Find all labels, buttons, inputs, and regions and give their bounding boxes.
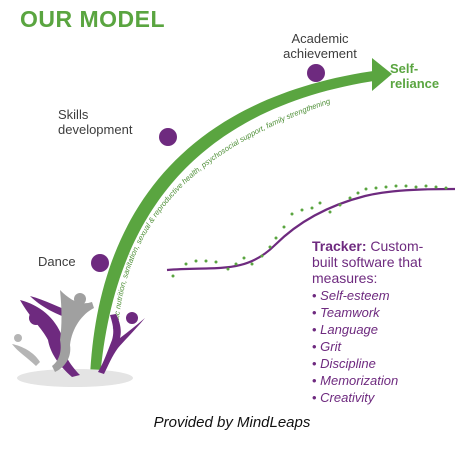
- milestone-dot-dance: [91, 254, 109, 272]
- tracker-measures-list: Self-esteem Teamwork Language Grit Disci…: [312, 287, 462, 406]
- tracker-desc-line3: measures:: [312, 270, 378, 286]
- stage-skills-line1: Skills: [58, 107, 89, 122]
- credit-caption: Provided by MindLeaps: [153, 414, 311, 431]
- list-item: Self-esteem: [312, 287, 462, 304]
- tracker-description: Tracker: Custom- built software that mea…: [312, 238, 462, 286]
- tracker-panel: Tracker: Custom- built software that mea…: [312, 238, 462, 406]
- stage-self-line2: reliance: [390, 76, 440, 91]
- stage-academic-line2: achievement: [283, 46, 357, 61]
- list-item: Discipline: [312, 355, 462, 372]
- stage-dance: Dance: [38, 254, 76, 269]
- tracker-heading: Tracker:: [312, 238, 367, 254]
- stage-self-reliance: Self- reliance: [390, 61, 460, 91]
- stage-skills-development: Skills development: [58, 107, 162, 137]
- page-title: OUR MODEL: [20, 6, 166, 32]
- tracker-dots: [171, 184, 448, 278]
- list-item: Creativity: [312, 389, 462, 406]
- stage-academic-achievement: Academic achievement: [268, 31, 372, 61]
- list-item: Language: [312, 321, 462, 338]
- stage-skills-line2: development: [58, 122, 133, 137]
- list-item: Teamwork: [312, 304, 462, 321]
- arrow-head-icon: [372, 58, 392, 91]
- tracker-desc-line2: built software that: [312, 254, 422, 270]
- tracker-curve: [166, 187, 456, 272]
- tracker-desc-line1: Custom-: [366, 238, 424, 254]
- list-item: Memorization: [312, 372, 462, 389]
- stage-self-line1: Self-: [390, 61, 419, 76]
- stage-academic-line1: Academic: [291, 31, 349, 46]
- milestone-dot-academic: [307, 64, 325, 82]
- dancer-figures-icon: [12, 290, 145, 387]
- milestone-dot-skills: [159, 128, 177, 146]
- list-item: Grit: [312, 338, 462, 355]
